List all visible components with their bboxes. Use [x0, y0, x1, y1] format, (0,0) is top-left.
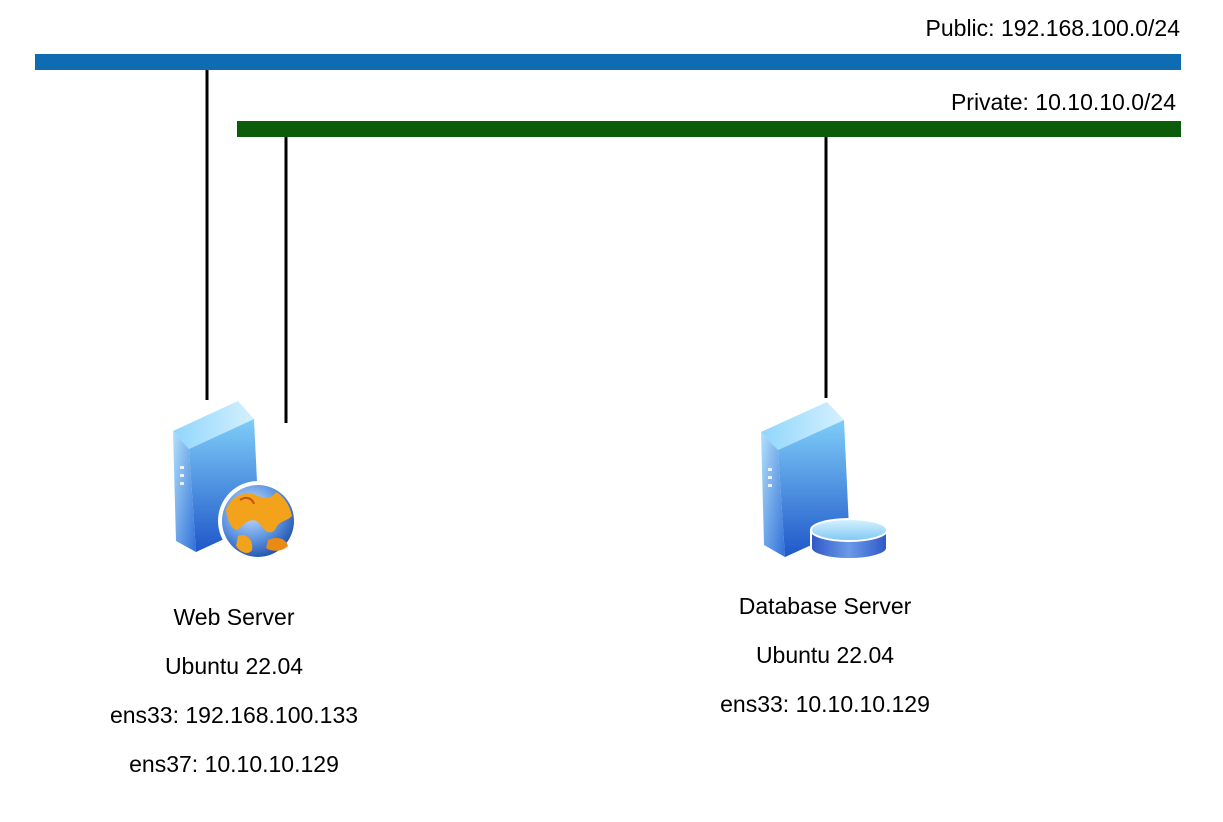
web-server-ens37: ens37: 10.10.10.129 — [129, 751, 339, 777]
database-server-icon — [761, 402, 888, 560]
globe-icon — [218, 481, 298, 561]
public-network-bus — [35, 54, 1181, 70]
web-server-info: Web Server Ubuntu 22.04 ens33: 192.168.1… — [34, 606, 434, 777]
database-server-ens33: ens33: 10.10.10.129 — [720, 691, 930, 717]
web-server-icon — [173, 401, 298, 561]
database-server-info: Database Server Ubuntu 22.04 ens33: 10.1… — [625, 595, 1025, 717]
web-server-os: Ubuntu 22.04 — [164, 653, 304, 679]
database-disk-icon — [810, 518, 888, 560]
private-network-bus — [237, 121, 1181, 137]
public-network-label: Public: 192.168.100.0/24 — [925, 15, 1180, 41]
database-server-name: Database Server — [738, 593, 912, 619]
web-server-ens33: ens33: 192.168.100.133 — [109, 702, 359, 728]
private-network-label: Private: 10.10.10.0/24 — [950, 89, 1176, 115]
web-server-name: Web Server — [173, 604, 295, 630]
database-server-os: Ubuntu 22.04 — [755, 642, 895, 668]
